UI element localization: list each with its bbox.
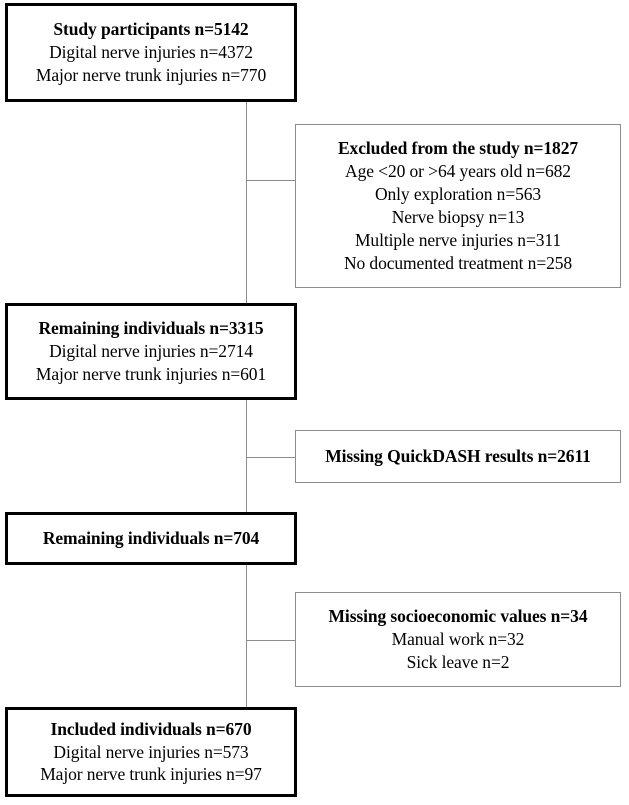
node-remaining-3315-line-2: Major nerve trunk injuries n=601 bbox=[35, 363, 267, 384]
node-included-line-0: Included individuals n=670 bbox=[50, 718, 252, 739]
node-study-participants: Study participants n=5142 Digital nerve … bbox=[5, 3, 297, 102]
connector-participants-to-remaining3315 bbox=[246, 102, 247, 305]
node-excluded-line-3: Nerve biopsy n=13 bbox=[391, 207, 525, 227]
node-missing-quickdash: Missing QuickDASH results n=2611 bbox=[295, 430, 621, 483]
node-included-line-2: Major nerve trunk injuries n=97 bbox=[40, 764, 262, 785]
node-remaining-704-line-0: Remaining individuals n=704 bbox=[42, 528, 260, 549]
node-remaining-3315-line-0: Remaining individuals n=3315 bbox=[38, 318, 264, 339]
node-excluded-line-2: Only exploration n=563 bbox=[374, 184, 542, 205]
node-missing-socioeconomic: Missing socioeconomic values n=34 Manual… bbox=[295, 592, 621, 687]
node-included: Included individuals n=670 Digital nerve… bbox=[5, 707, 297, 797]
node-missing-socioeconomic-line-0: Missing socioeconomic values n=34 bbox=[328, 606, 588, 627]
node-remaining-3315-line-1: Digital nerve injuries n=2714 bbox=[49, 341, 253, 362]
node-included-line-1: Digital nerve injuries n=573 bbox=[53, 741, 249, 762]
node-study-participants-line-1: Digital nerve injuries n=4372 bbox=[49, 42, 253, 63]
connector-remaining704-to-included bbox=[246, 565, 247, 709]
node-excluded-line-4: Multiple nerve injuries n=311 bbox=[354, 229, 562, 250]
node-missing-socioeconomic-line-1: Manual work n=32 bbox=[391, 629, 525, 650]
node-missing-quickdash-line-0: Missing QuickDASH results n=2611 bbox=[325, 446, 591, 467]
connector-branch-to-missing-quickdash bbox=[246, 457, 296, 458]
node-excluded-line-0: Excluded from the study n=1827 bbox=[337, 138, 578, 159]
node-excluded: Excluded from the study n=1827 Age <20 o… bbox=[295, 124, 621, 288]
node-excluded-line-5: No documented treatment n=258 bbox=[343, 252, 573, 273]
node-remaining-704: Remaining individuals n=704 bbox=[5, 512, 297, 565]
node-study-participants-line-2: Major nerve trunk injuries n=770 bbox=[35, 64, 267, 85]
node-study-participants-line-0: Study participants n=5142 bbox=[53, 19, 249, 40]
node-excluded-line-1: Age <20 or >64 years old n=682 bbox=[345, 161, 571, 182]
node-missing-socioeconomic-line-2: Sick leave n=2 bbox=[406, 651, 510, 672]
connector-branch-to-excluded bbox=[246, 180, 296, 181]
node-remaining-3315: Remaining individuals n=3315 Digital ner… bbox=[5, 303, 297, 400]
connector-branch-to-missing-socioeconomic bbox=[246, 640, 296, 641]
